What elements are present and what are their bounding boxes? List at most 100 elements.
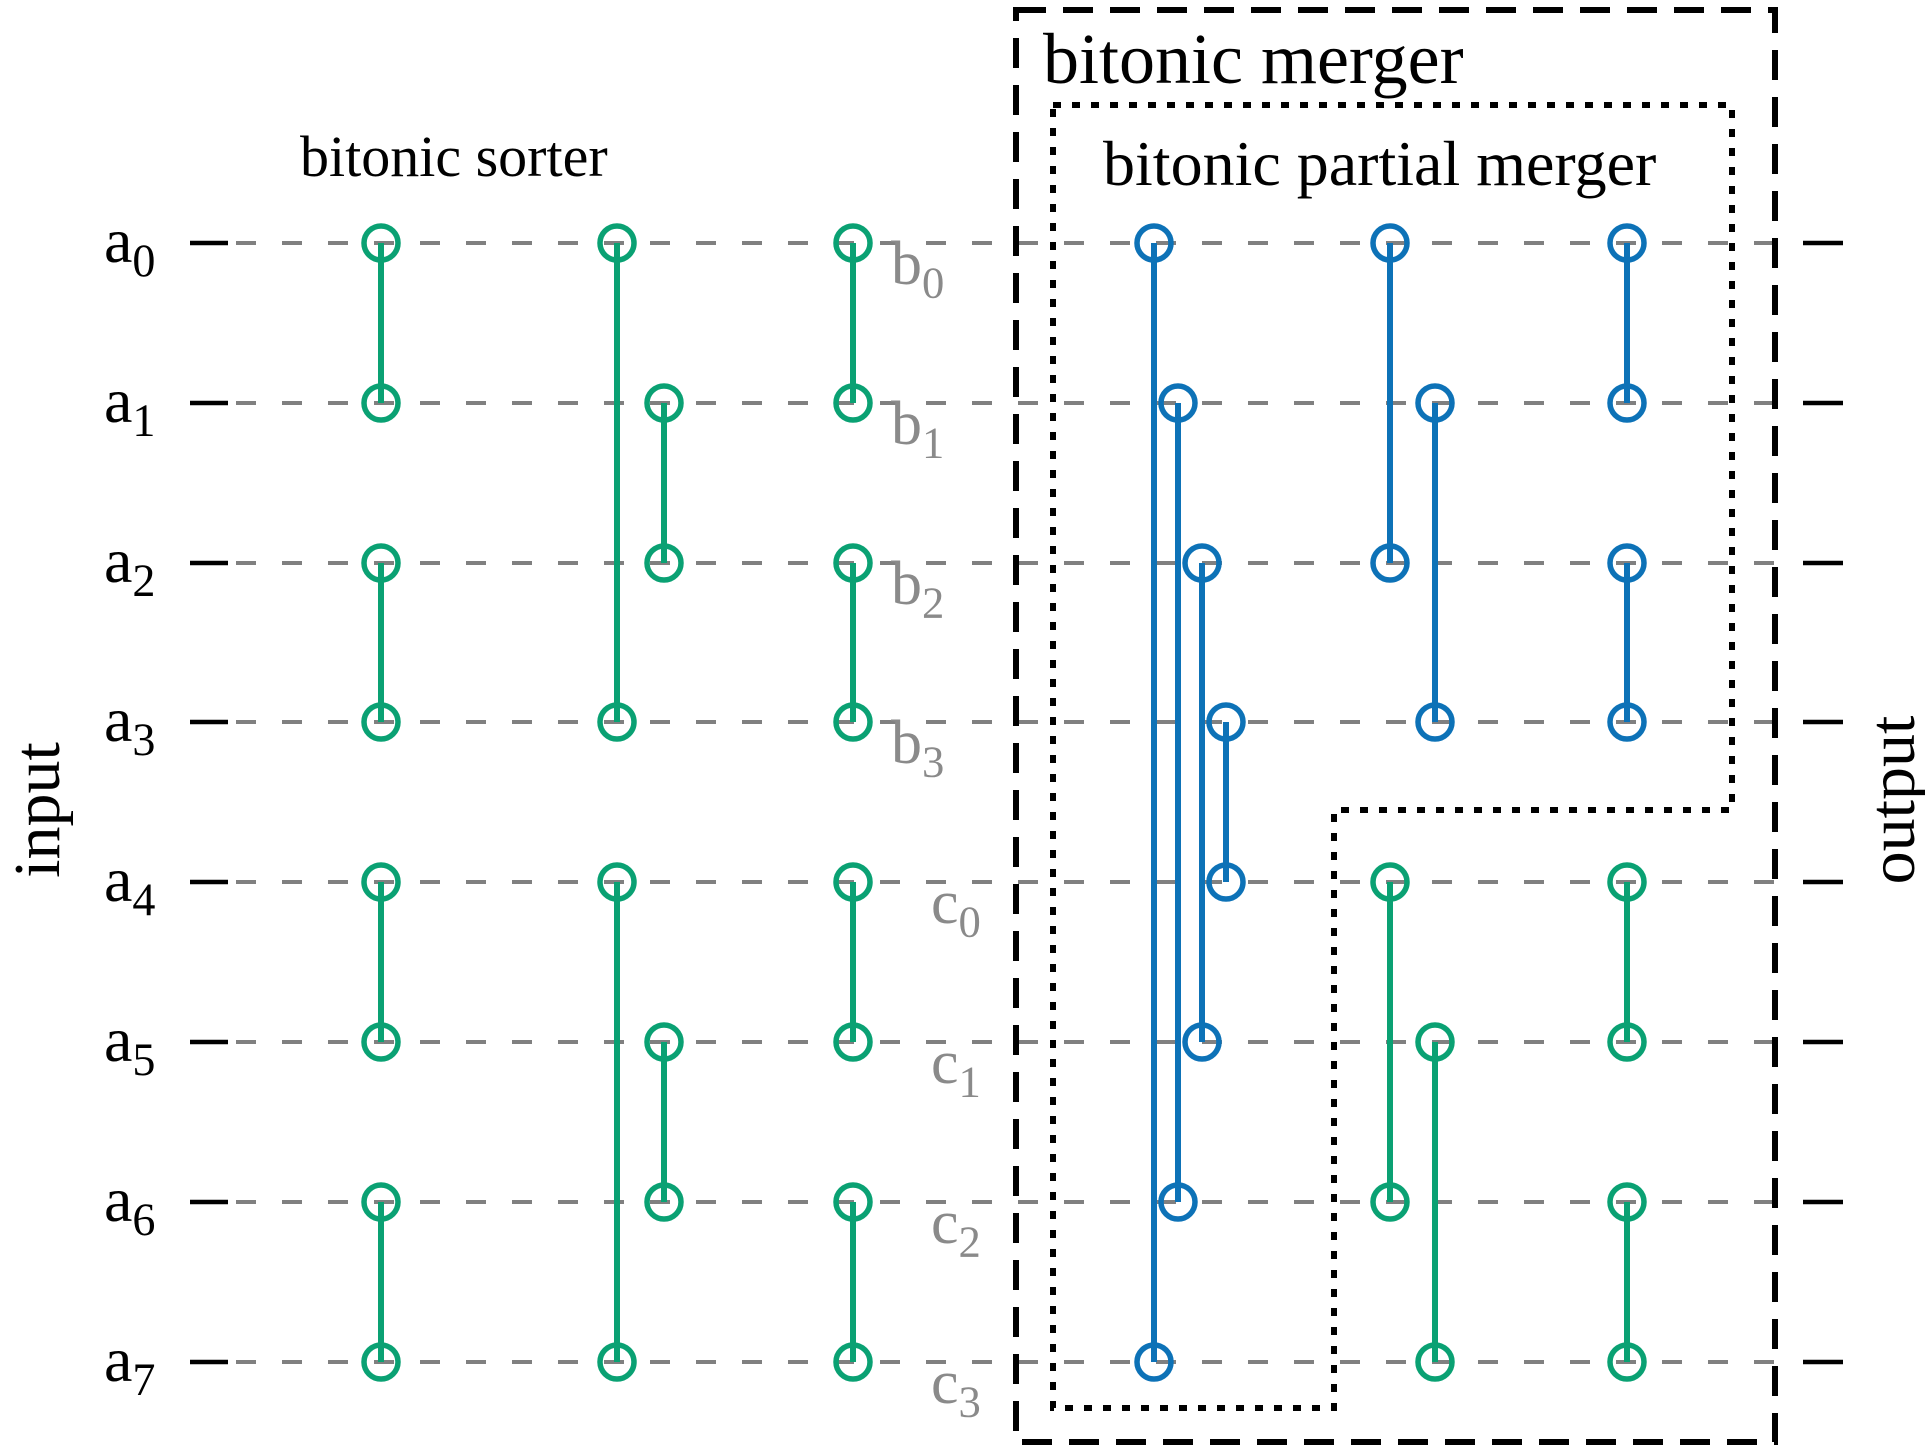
comparator-node-4-top [597,223,637,263]
stage-label-base: c [931,1189,959,1257]
bitonic-merger-box [1013,7,1778,1445]
stage-label-sub: 0 [958,896,981,947]
comparator-node-1-bottom [361,702,401,742]
stage-label-b0: b0 [891,230,944,305]
stage-label-b1: b1 [891,390,944,465]
comparator-node-0-top [361,223,401,263]
comparator-node-2-bottom [361,1022,401,1062]
comparator-node-6-top [597,862,637,902]
comparator-node-14-top [1182,543,1222,583]
output-axis-label: output [1856,715,1925,885]
wire-label-base: a [104,365,133,436]
stage-label-sub: 2 [958,1216,981,1267]
comparator-node-16-top [1370,223,1410,263]
wire-label-sub: 3 [132,713,156,765]
comparator-node-19-bottom [1415,1342,1455,1382]
comparator-node-1-top [361,543,401,583]
stage-label-c3: c3 [931,1349,981,1424]
comparator-node-15-top [1206,702,1246,742]
stage-label-sub: 3 [958,1376,981,1427]
comparator-node-19-top [1415,1022,1455,1062]
stage-label-base: b [891,390,922,458]
wire-label-base: a [104,1164,133,1235]
comparator-node-11-bottom [833,1342,873,1382]
comparator-node-12-bottom [1134,1342,1174,1382]
comparator-node-23-bottom [1607,1342,1647,1382]
comparator-node-22-top [1607,862,1647,902]
comparator-node-0-bottom [361,383,401,423]
comparator-node-18-top [1370,862,1410,902]
stage-label-base: c [931,869,959,937]
comparator-node-14-bottom [1182,1022,1222,1062]
stage-label-c1: c1 [931,1029,981,1104]
comparator-node-22-bottom [1607,1022,1647,1062]
wire-label-sub: 4 [132,873,156,925]
wire-label-a5: a5 [104,1008,155,1083]
stage-label-sub: 2 [922,577,945,628]
stage-label-sub: 1 [958,1056,981,1107]
wire-label-sub: 2 [132,554,156,606]
stage-label-base: b [891,550,922,618]
comparator-node-20-top [1607,223,1647,263]
wire-label-sub: 7 [132,1353,156,1405]
bitonic-merger-title: bitonic merger [1043,19,1464,99]
stage-label-base: c [931,1029,959,1097]
comparator-node-13-bottom [1158,1182,1198,1222]
wire-label-base: a [104,205,133,276]
stage-label-c0: c0 [931,869,981,944]
wire-label-a0: a0 [104,209,155,284]
comparator-node-7-bottom [644,1182,684,1222]
comparator-node-8-top [833,223,873,263]
comparator-node-13-top [1158,383,1198,423]
wire-label-sub: 0 [132,234,156,286]
bitonic-sorter-title: bitonic sorter [300,124,608,189]
comparator-node-3-top [361,1182,401,1222]
stage-label-base: c [931,1349,959,1417]
input-axis-label: input [1,742,74,878]
wire-label-sub: 5 [132,1033,156,1085]
comparator-node-17-bottom [1415,702,1455,742]
comparator-node-9-bottom [833,702,873,742]
comparator-node-10-bottom [833,1022,873,1062]
bitonic-partial-merger-title: bitonic partial merger [1103,128,1657,199]
wire-label-base: a [104,684,133,755]
wire-label-a4: a4 [104,848,155,923]
wire-label-a7: a7 [104,1328,155,1403]
stage-label-base: b [891,709,922,777]
stage-label-c2: c2 [931,1189,981,1264]
comparator-node-18-bottom [1370,1182,1410,1222]
stage-label-b3: b3 [891,709,944,784]
comparator-node-6-bottom [597,1342,637,1382]
stage-label-base: b [891,230,922,298]
stage-label-b2: b2 [891,550,944,625]
wire-label-base: a [104,844,133,915]
comparator-node-16-bottom [1370,543,1410,583]
bitonic-partial-merger-box [1050,102,1735,1411]
stage-label-sub: 1 [922,417,945,468]
comparator-node-2-top [361,862,401,902]
comparator-node-10-top [833,862,873,902]
comparator-node-5-top [644,383,684,423]
comparator-node-9-top [833,543,873,583]
comparator-node-15-bottom [1206,862,1246,902]
wire-label-base: a [104,1324,133,1395]
wire-label-sub: 1 [132,394,156,446]
wire-label-a2: a2 [104,529,155,604]
comparator-node-20-bottom [1607,383,1647,423]
wire-label-sub: 6 [132,1193,156,1245]
comparator-node-21-bottom [1607,702,1647,742]
stage-label-sub: 0 [922,257,945,308]
wire-label-a3: a3 [104,688,155,763]
wire-label-a6: a6 [104,1168,155,1243]
comparator-node-17-top [1415,383,1455,423]
comparator-node-3-bottom [361,1342,401,1382]
stage-label-sub: 3 [922,736,945,787]
comparator-node-8-bottom [833,383,873,423]
comparator-node-23-top [1607,1182,1647,1222]
comparator-node-7-top [644,1022,684,1062]
comparator-node-11-top [833,1182,873,1222]
wire-label-base: a [104,1004,133,1075]
comparator-node-5-bottom [644,543,684,583]
